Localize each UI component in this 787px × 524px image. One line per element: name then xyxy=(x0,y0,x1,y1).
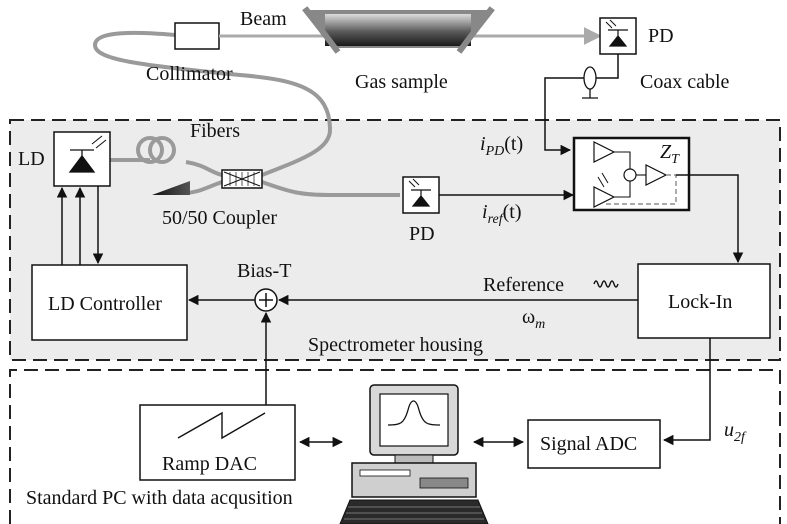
lock-in-label: Lock-In xyxy=(668,291,732,313)
gas-sample-label: Gas sample xyxy=(355,71,448,93)
ramp-dac-box xyxy=(139,404,296,481)
fiber-to-coupler xyxy=(185,160,223,177)
fibers-label: Fibers xyxy=(190,120,240,142)
pd-mid-label: PD xyxy=(409,223,435,245)
photodiode-top xyxy=(599,17,637,55)
fiber-to-collimator xyxy=(92,30,333,177)
fiber-loop xyxy=(109,136,177,164)
coax-symbol xyxy=(582,66,598,99)
bias-t-label: Bias-T xyxy=(237,260,291,282)
ramp-sawtooth-icon xyxy=(177,411,266,440)
coupler-label: 50/50 Coupler xyxy=(162,207,277,229)
ld-label: LD xyxy=(18,148,45,170)
zt-to-lockin xyxy=(676,174,744,264)
omega-label: ωm xyxy=(522,306,545,332)
u2f-label: u2f xyxy=(724,419,747,445)
computer-icon xyxy=(339,384,489,524)
photodiode-mid xyxy=(402,176,440,214)
bias-t-summing-node xyxy=(254,288,278,312)
spectrometer-housing-label: Spectrometer housing xyxy=(308,334,483,356)
transimpedance-amplifier-block xyxy=(572,136,691,212)
reference-sine-icon xyxy=(593,280,619,288)
i-pd-label: iPD(t) xyxy=(480,133,523,159)
lockin-to-adc xyxy=(662,338,711,446)
reference-label: Reference xyxy=(483,274,564,296)
signal-adc-label: Signal ADC xyxy=(540,433,637,455)
fiber-to-pd xyxy=(261,180,400,197)
laser-diode-icon xyxy=(53,131,111,187)
coupler-icon xyxy=(221,169,263,189)
collimator-label: Collimator xyxy=(146,63,233,85)
zt-label: ZT xyxy=(660,141,680,167)
lock-in-box xyxy=(637,263,771,339)
i-ref-label: iref(t) xyxy=(482,201,522,227)
collimator-icon xyxy=(174,22,220,50)
pd-top-label: PD xyxy=(648,25,674,47)
beam-label: Beam xyxy=(240,8,287,30)
signal-adc-box xyxy=(527,419,661,469)
fiber-termination-wedge xyxy=(152,181,190,195)
ld-controller-label: LD Controller xyxy=(48,293,162,315)
coax-cable-label: Coax cable xyxy=(640,71,730,93)
gas-sample-cell xyxy=(302,6,495,54)
standard-pc-label: Standard PC with data acqusition xyxy=(26,487,293,509)
pc-region-border xyxy=(9,369,781,524)
ramp-dac-label: Ramp DAC xyxy=(162,453,257,475)
ld-controller-box xyxy=(31,264,188,341)
coax-line xyxy=(544,54,619,156)
